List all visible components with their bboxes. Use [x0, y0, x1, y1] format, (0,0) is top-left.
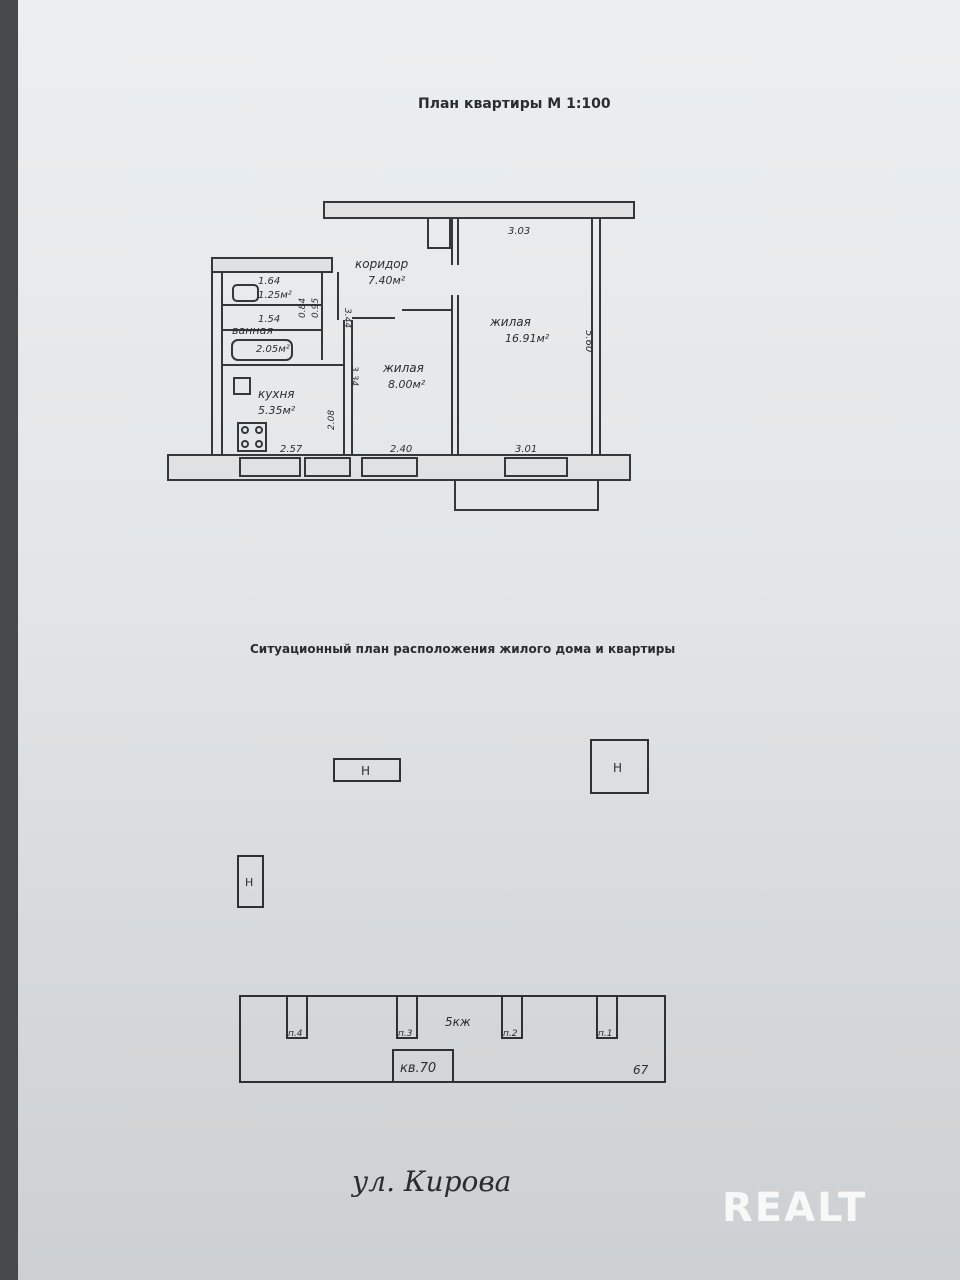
marker-1: Н — [361, 764, 370, 778]
room-kitchen: кухня — [258, 387, 295, 401]
dim-kitchen-side: 2.08 — [327, 410, 337, 430]
dim-living-side: 3.34 — [349, 366, 359, 386]
apartment-label: кв.70 — [400, 1061, 436, 1076]
dim-corridor-side: 3.44 — [342, 308, 352, 328]
marker-2: Н — [613, 761, 622, 775]
marker-3: Н — [245, 876, 253, 889]
area-kitchen: 5.35м² — [258, 404, 296, 417]
plan-title: План квартиры М 1:100 — [418, 96, 611, 112]
entrance-4-label: п.4 — [288, 1029, 303, 1039]
entrance-4 — [286, 995, 308, 1039]
dim-right: 5.60 — [583, 330, 594, 352]
area-toilet: 1.25м² — [258, 290, 292, 301]
room-living-big: жилая — [489, 315, 531, 329]
entrance-3-label: п.3 — [398, 1029, 413, 1039]
apartment-mark — [392, 1049, 454, 1083]
top-wall — [323, 201, 635, 219]
floor-plan: 1.64 1.25м² 1.54 ванная 2.05м² 0.84 0.95… — [167, 201, 635, 511]
dim-bath-side: 0.84 — [298, 298, 308, 318]
sink-fixture — [233, 377, 251, 395]
room-bath: ванная — [232, 324, 273, 337]
entrance-1-label: п.1 — [598, 1029, 612, 1039]
area-corridor: 7.40м² — [368, 274, 406, 287]
window-kitchen — [239, 457, 301, 477]
neighbor-building-1 — [333, 758, 401, 782]
house-floors: 5кж — [445, 1015, 471, 1029]
entrance-2-label: п.2 — [503, 1029, 518, 1039]
realt-watermark: REALT — [722, 1185, 868, 1231]
entrance-3 — [396, 995, 418, 1039]
house-number: 67 — [633, 1063, 649, 1077]
situation-title: Ситуационный план расположения жилого до… — [250, 642, 676, 656]
stove-fixture — [237, 422, 267, 452]
site-plan: Н Н Н 5кж п.4 п.3 п.2 п.1 кв.70 67 — [237, 739, 666, 1083]
area-bath: 2.05м² — [256, 344, 290, 355]
entrance-1 — [596, 995, 618, 1039]
window-small — [304, 457, 351, 477]
window-big — [504, 457, 568, 477]
dim-living-bottom: 2.40 — [390, 444, 412, 455]
toilet-fixture — [232, 284, 259, 302]
window-living — [361, 457, 418, 477]
neighbor-building-3 — [237, 855, 264, 908]
balcony — [454, 480, 599, 511]
dim-toilet: 1.64 — [258, 276, 280, 287]
entrance-2 — [501, 995, 523, 1039]
dim-big-bottom: 3.01 — [515, 444, 537, 455]
left-wall — [211, 257, 333, 273]
room-corridor: коридор — [355, 257, 409, 271]
area-living-small: 8.00м² — [388, 378, 426, 391]
dim-bath: 1.54 — [258, 314, 280, 325]
dim-small-side: 0.95 — [311, 298, 321, 318]
dim-kitchen-bottom: 2.57 — [280, 444, 303, 455]
street-name: ул. Кирова — [352, 1165, 512, 1198]
bathtub-fixture — [231, 339, 293, 361]
dim-top: 3.03 — [508, 226, 530, 237]
neighbor-building-2 — [590, 739, 649, 794]
room-living-small: жилая — [382, 361, 424, 375]
area-living-big: 16.91м² — [505, 332, 550, 345]
